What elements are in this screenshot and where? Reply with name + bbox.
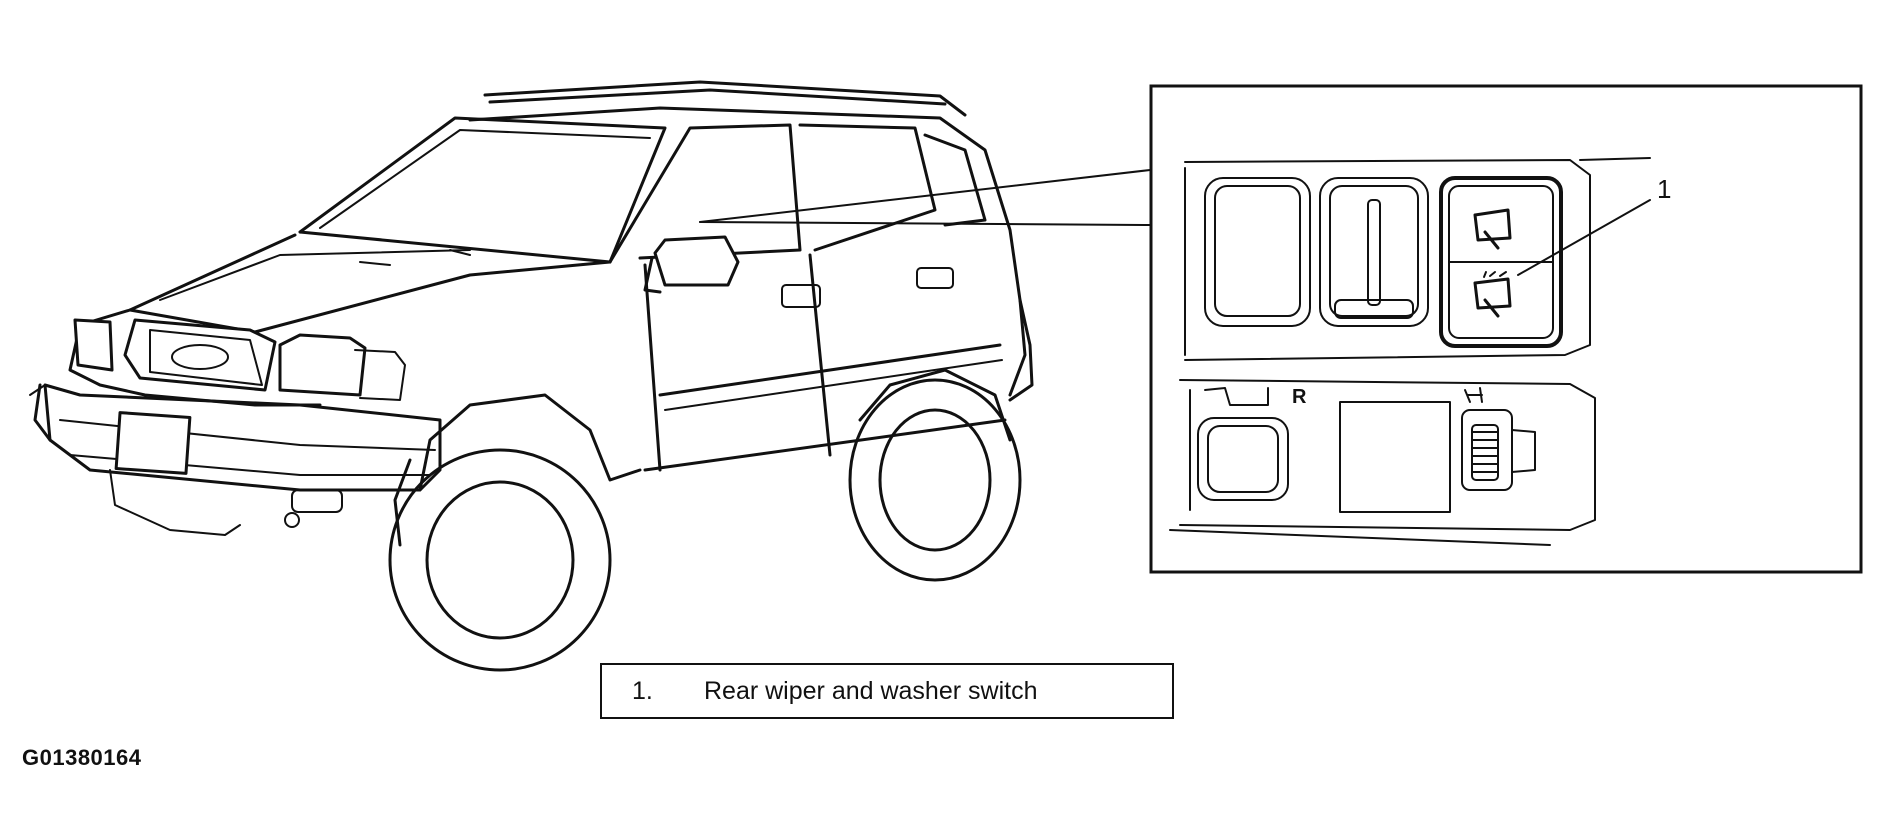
rear-wiper-washer-switch: [1439, 176, 1563, 348]
suv-vehicle-illustration: [29, 80, 1034, 672]
callout-number: 1: [1657, 174, 1672, 204]
light-dimmer-icon: [1461, 387, 1536, 491]
callout-leader-lines: [699, 169, 1151, 226]
legend-box: 1. Rear wiper and washer switch: [600, 663, 1174, 719]
legend-item-label: Rear wiper and washer switch: [704, 676, 1038, 705]
rear-wiper-icon: [1473, 208, 1512, 250]
figure-id: G01380164: [22, 745, 142, 770]
legend-item-number: 1.: [632, 676, 653, 705]
panel-letter-label: R: [1292, 386, 1307, 408]
rear-washer-icon: [1473, 271, 1512, 318]
switch-panel-detail: [1149, 84, 1863, 574]
